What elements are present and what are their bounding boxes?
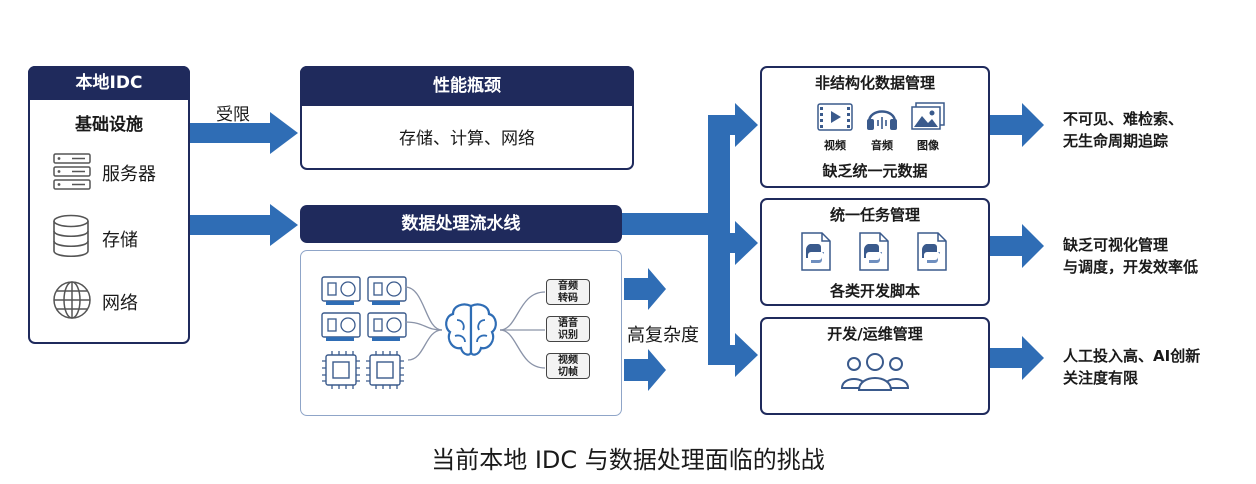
local-idc-panel xyxy=(28,66,190,344)
python-file-icons xyxy=(801,232,947,271)
network-label: 网络 xyxy=(102,293,138,314)
data-management-title: 非结构化数据管理 xyxy=(814,74,935,92)
arrow-pipeline-out xyxy=(622,213,714,235)
pipeline-title: 数据处理流水线 xyxy=(300,205,622,243)
task-management-title: 统一任务管理 xyxy=(829,206,920,224)
database-icon xyxy=(53,214,89,258)
arrow-outcome-3 xyxy=(990,336,1044,380)
arrow-outcome-1 xyxy=(990,103,1044,147)
limited-label: 受限 xyxy=(216,105,250,125)
globe-icon xyxy=(53,281,91,319)
task-management-footer: 各类开发脚本 xyxy=(829,282,920,300)
cpu-chip-icons xyxy=(322,351,404,389)
complexity-label: 高复杂度 xyxy=(627,325,699,346)
outcome-2: 缺乏可视化管理与调度，开发效率低 xyxy=(1063,236,1199,276)
server-icon xyxy=(53,153,91,190)
task-speech-recognition: 语音识别 xyxy=(546,316,590,342)
people-icon xyxy=(840,353,910,391)
data-management-footer: 缺乏统一元数据 xyxy=(822,162,928,180)
figure-caption: 当前本地 IDC 与数据处理面临的挑战 xyxy=(431,446,825,474)
arrow-to-task-mgmt xyxy=(708,221,758,265)
arrow-outcome-2 xyxy=(990,224,1044,268)
arrow-pipeline-down xyxy=(624,349,666,391)
infrastructure-label: 基础设施 xyxy=(75,115,143,135)
arrow-limited xyxy=(190,112,298,154)
arrow-to-devops xyxy=(708,333,758,377)
local-idc-title: 本地IDC xyxy=(28,66,190,100)
bottleneck-title: 性能瓶颈 xyxy=(300,66,634,106)
headphones-icon xyxy=(867,110,897,130)
image-label: 图像 xyxy=(917,139,939,152)
storage-label: 存储 xyxy=(102,230,138,251)
bottleneck-body: 存储、计算、网络 xyxy=(399,129,535,149)
arrow-to-pipeline xyxy=(190,204,298,246)
outcome-1: 不可见、难检索、无生命周期追踪 xyxy=(1063,110,1184,150)
arrow-to-data-mgmt xyxy=(708,103,758,147)
task-video-frame-extract: 视频切帧 xyxy=(546,353,590,379)
arrow-pipeline-up xyxy=(624,268,666,310)
outcome-3: 人工投入高、AI创新关注度有限 xyxy=(1063,347,1201,387)
gpu-card-icons xyxy=(321,276,407,341)
brain-icon xyxy=(445,303,497,356)
video-icon xyxy=(817,103,853,131)
image-icon xyxy=(911,102,945,130)
devops-title: 开发/运维管理 xyxy=(827,325,923,343)
pipeline-connectors xyxy=(404,286,546,369)
server-label: 服务器 xyxy=(102,164,156,185)
video-label: 视频 xyxy=(824,139,846,152)
audio-label: 音频 xyxy=(871,139,893,152)
data-management-box xyxy=(760,66,990,188)
task-audio-transcode: 音频转码 xyxy=(546,279,590,305)
